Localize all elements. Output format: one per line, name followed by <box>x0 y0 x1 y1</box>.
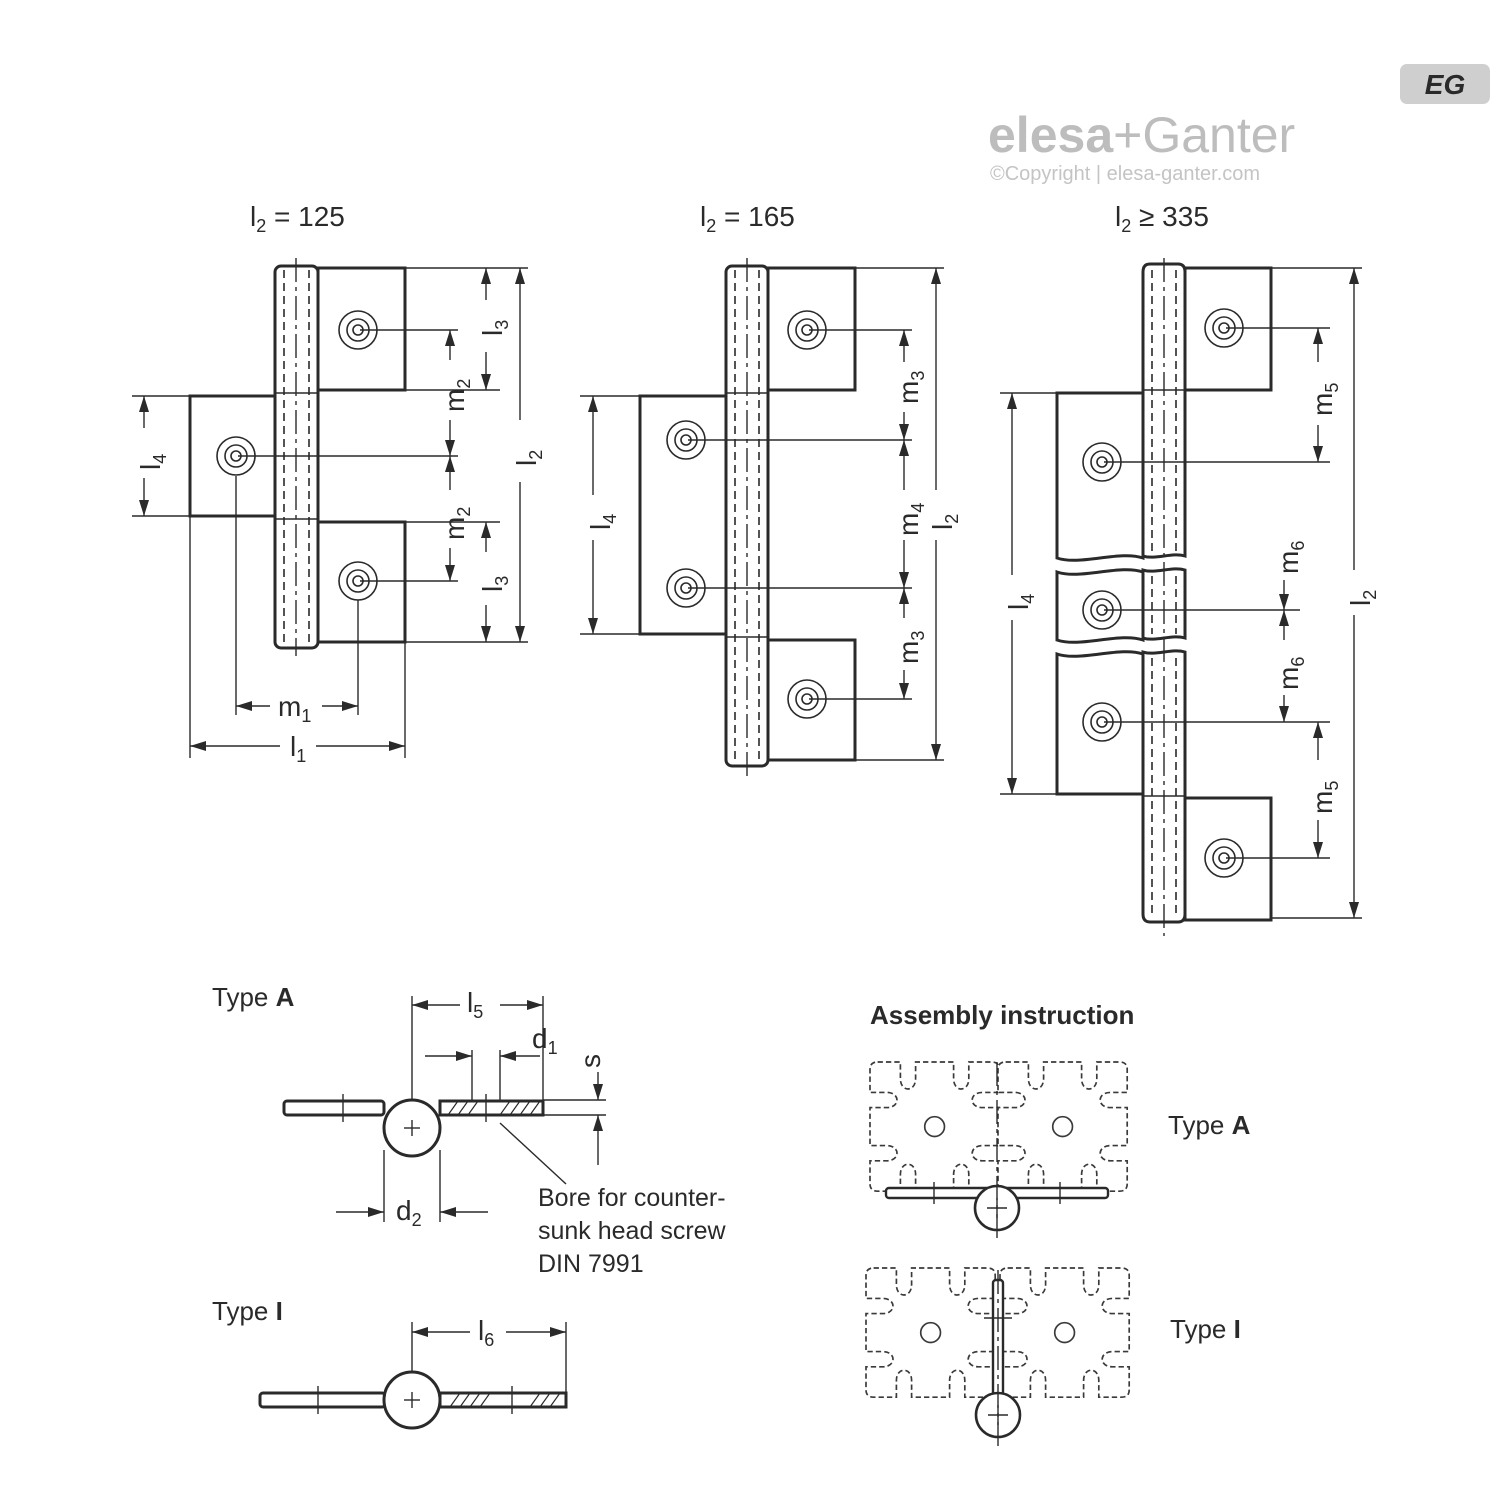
dim-label: l3 <box>477 576 512 592</box>
dim-label: m6 <box>1273 541 1308 574</box>
view-l2-165: l2 = 165 <box>580 201 962 780</box>
dim-label: d2 <box>396 1195 422 1230</box>
brand-name-plus: + <box>1113 107 1142 163</box>
dim-label: l6 <box>478 1315 494 1350</box>
assembly-type-i-label: Type I <box>1170 1314 1241 1344</box>
dim-label: m5 <box>1307 781 1342 814</box>
eg-badge-box <box>1400 64 1490 104</box>
type-i-heading: Type I <box>212 1296 283 1326</box>
bore-note: Bore for counter- sunk head screw DIN 79… <box>538 1184 733 1278</box>
view-l2-335: l2 ≥ 335 <box>1000 201 1380 936</box>
view-165-title: l2 = 165 <box>700 201 795 236</box>
dim-label: m3 <box>893 371 928 404</box>
dim-label: m3 <box>893 631 928 664</box>
view-125-title: l2 = 125 <box>250 201 345 236</box>
assembly-title: Assembly instruction <box>870 1000 1134 1030</box>
assembly-instruction: Assembly instruction Type A Type I <box>865 1000 1251 1446</box>
dim-label: l2 <box>927 514 962 530</box>
assembly-type-a-diagram <box>869 1061 1129 1240</box>
dim-label: m1 <box>278 691 311 726</box>
brand-logo: EG elesa+Ganter ©Copyright | elesa-gante… <box>988 64 1490 185</box>
section-type-i: Type I l6 <box>212 1296 568 1430</box>
dim-label: m6 <box>1273 657 1308 690</box>
dim-label: m2 <box>439 507 474 540</box>
eg-badge-text: EG <box>1425 69 1465 100</box>
brand-name-right: Ganter <box>1142 107 1295 163</box>
assembly-type-a-label: Type A <box>1168 1110 1251 1140</box>
dim-label: d1 <box>532 1023 558 1058</box>
dim-label: m4 <box>893 503 928 536</box>
dim-label: l2 <box>1345 590 1380 606</box>
dim-label: l1 <box>290 731 306 766</box>
dim-label: l4 <box>585 514 620 530</box>
dim-label: l3 <box>477 320 512 336</box>
dim-label: l5 <box>467 987 483 1022</box>
dim-label: l4 <box>135 454 170 470</box>
view-335-title: l2 ≥ 335 <box>1115 201 1209 236</box>
view-l2-125: l2 = 125 <box>132 201 546 766</box>
assembly-type-i-diagram <box>865 1267 1131 1446</box>
dim-label: l4 <box>1003 594 1038 610</box>
dim-label: s <box>575 1054 606 1068</box>
dim-label: m5 <box>1307 383 1342 416</box>
dim-label: l2 <box>511 450 546 466</box>
type-a-heading: Type A <box>212 982 295 1012</box>
brand-name-left: elesa <box>988 107 1114 163</box>
brand-name: elesa+Ganter <box>988 107 1295 163</box>
brand-copyright: ©Copyright | elesa-ganter.com <box>990 163 1260 185</box>
section-type-a: Type A <box>212 982 733 1278</box>
dim-label: m2 <box>439 379 474 412</box>
